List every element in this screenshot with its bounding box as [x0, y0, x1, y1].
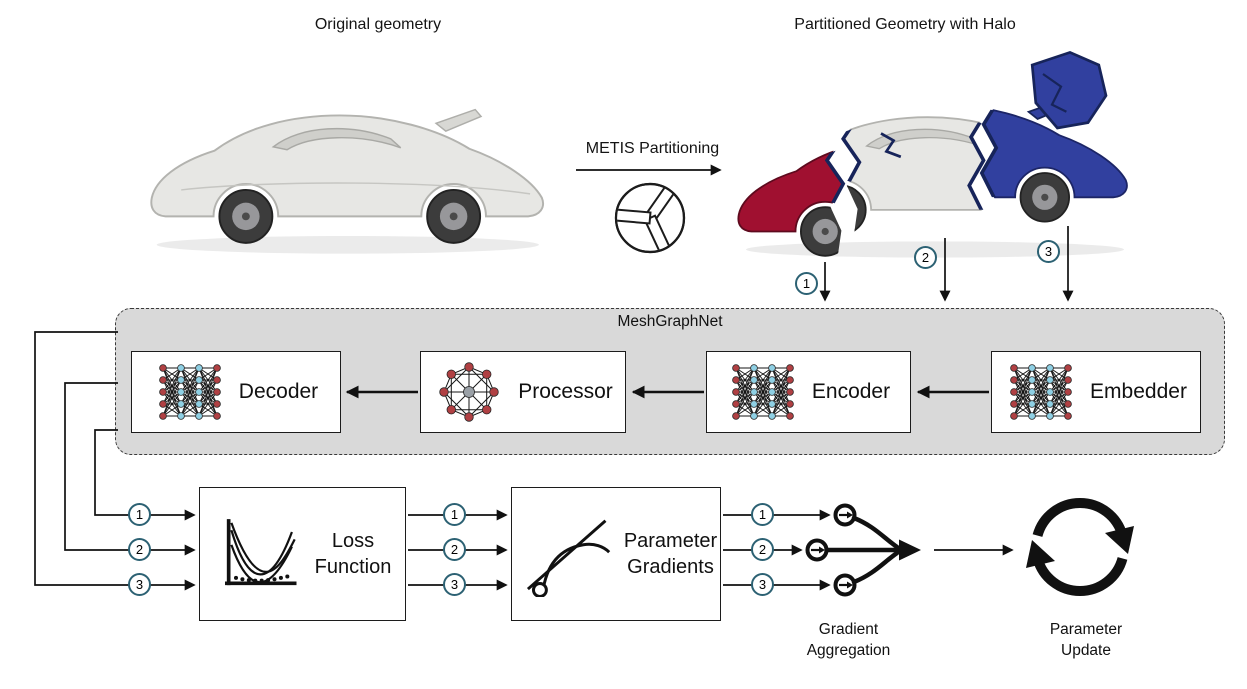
graph-processor-icon — [439, 362, 499, 422]
partition-blue-fragment — [1030, 50, 1108, 130]
meshgraphnet-title: MeshGraphNet — [617, 313, 723, 330]
original-geometry-label: Original geometry — [314, 16, 442, 33]
parameter-gradients-block: Parameter Gradients — [511, 487, 721, 621]
partition-gray-middle — [841, 116, 988, 236]
partitioned-geometry-label: Partitioned Geometry with Halo — [794, 16, 1016, 33]
partition-1-badge: 1 — [795, 272, 818, 295]
embedder-label: Embedder — [1090, 380, 1187, 403]
embedder-block: Embedder — [991, 351, 1201, 433]
loss-input-3-badge: 3 — [128, 573, 151, 596]
loss-curves-icon — [224, 519, 297, 586]
processor-block: Processor — [420, 351, 626, 433]
neural-network-icon — [1010, 364, 1072, 420]
original-car-illustration — [150, 108, 545, 254]
gradients-to-aggregation-arrows — [723, 509, 831, 591]
partition-2-badge: 2 — [914, 246, 937, 269]
gradient-curve-icon — [526, 519, 611, 597]
partition-blue-rear — [979, 98, 1128, 223]
metis-partition-icon — [614, 182, 686, 254]
gradient-aggregation-label: Gradient Aggregation — [806, 621, 891, 659]
parameter-update-icon — [1026, 498, 1134, 596]
decoder-label: Decoder — [238, 380, 319, 403]
encoder-block: Encoder — [706, 351, 911, 433]
gradient-input-2-badge: 2 — [443, 538, 466, 561]
gradient-input-3-badge: 3 — [443, 573, 466, 596]
aggregation-input-3-badge: 3 — [751, 573, 774, 596]
parameter-gradients-label: Parameter Gradients — [623, 530, 718, 578]
gradient-input-1-badge: 1 — [443, 503, 466, 526]
decoder-block: Decoder — [131, 351, 341, 433]
neural-network-icon — [732, 364, 794, 420]
loss-input-1-badge: 1 — [128, 503, 151, 526]
metis-partitioning-label: METIS Partitioning — [585, 140, 720, 157]
loss-function-label: Loss Function — [314, 530, 392, 578]
processor-label: Processor — [518, 380, 613, 403]
neural-network-icon — [158, 364, 221, 420]
aggregation-input-2-badge: 2 — [751, 538, 774, 561]
encoder-label: Encoder — [811, 380, 891, 403]
partition-stream-arrows — [819, 226, 1074, 302]
loss-input-2-badge: 2 — [128, 538, 151, 561]
loss-function-block: Loss Function — [199, 487, 406, 621]
gradient-aggregation-icon — [805, 503, 1014, 597]
parameter-update-label: Parameter Update — [1049, 621, 1123, 659]
partition-3-badge: 3 — [1037, 240, 1060, 263]
aggregation-input-1-badge: 1 — [751, 503, 774, 526]
